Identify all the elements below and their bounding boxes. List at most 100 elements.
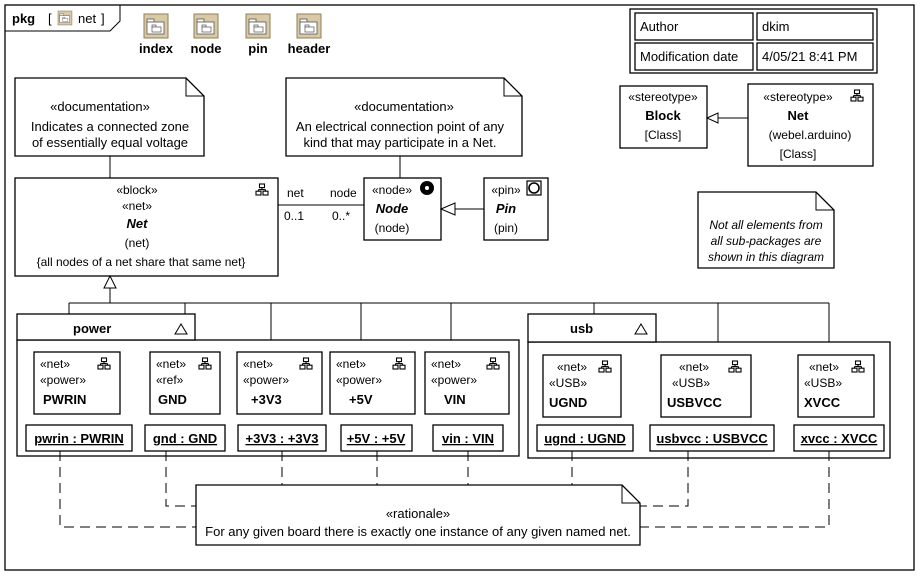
instance-3v3[interactable]: +3V3 : +3V3 bbox=[237, 424, 327, 452]
net-substereotype: «USB» bbox=[672, 376, 710, 390]
block-stereotype-1: «block» bbox=[116, 183, 158, 197]
net-block-xvcc[interactable]: «net» «USB» XVCC bbox=[797, 354, 875, 418]
author-value: dkim bbox=[762, 19, 789, 34]
package-icon bbox=[245, 13, 271, 39]
net-substereotype: «power» bbox=[40, 373, 86, 387]
doc-stereotype: «documentation» bbox=[354, 99, 454, 114]
stereotype-box-shape bbox=[619, 85, 708, 149]
instance-label: gnd : GND bbox=[153, 431, 217, 446]
block-shape bbox=[236, 351, 323, 415]
package-icon bbox=[143, 13, 169, 39]
net-stereotype: «net» bbox=[431, 357, 461, 371]
frame-package-icon bbox=[57, 10, 73, 26]
note-fold bbox=[185, 78, 204, 97]
instance-ugnd[interactable]: ugnd : UGND bbox=[536, 424, 634, 452]
node-icon-center bbox=[425, 186, 429, 190]
instance-usbvcc[interactable]: usbvcc : USBVCC bbox=[649, 424, 775, 452]
net-stereotype: «net» bbox=[243, 357, 273, 371]
association-node-role: node bbox=[330, 186, 357, 200]
net-stereotype: «net» bbox=[336, 357, 366, 371]
net-block-5v[interactable]: «net» «power» +5V bbox=[329, 351, 416, 415]
package-link-header[interactable]: header bbox=[288, 13, 331, 56]
instance-label: vin : VIN bbox=[442, 431, 494, 446]
package-label-header: header bbox=[288, 41, 331, 56]
net-name: +5V bbox=[349, 392, 373, 407]
collapse-triangle-icon[interactable] bbox=[634, 323, 648, 335]
net-block-pwrin[interactable]: «net» «power» PWRIN bbox=[33, 351, 121, 415]
block-shape bbox=[33, 351, 121, 415]
stereotype-keyword: «stereotype» bbox=[628, 90, 698, 104]
instance-shape bbox=[25, 424, 133, 452]
block-stereotype-2: «net» bbox=[122, 199, 152, 213]
frame-name: net bbox=[78, 11, 96, 26]
net-stereotype: «net» bbox=[557, 360, 587, 374]
rationale-text: For any given board there is exactly one… bbox=[205, 524, 631, 539]
association-net-role: net bbox=[287, 186, 304, 200]
net-block[interactable]: «block» «net» Net (net) {all nodes of a … bbox=[14, 177, 279, 277]
net-stereotype: «net» bbox=[40, 357, 70, 371]
note-shape bbox=[697, 191, 835, 269]
instance-shape bbox=[793, 424, 885, 452]
pin-icon-circle bbox=[528, 182, 540, 194]
block-shape bbox=[329, 351, 416, 415]
net-name: XVCC bbox=[804, 395, 841, 410]
net-block-vin[interactable]: «net» «power» VIN bbox=[424, 351, 510, 415]
net-name: GND bbox=[158, 392, 187, 407]
modified-label: Modification date bbox=[640, 49, 738, 64]
net-block-gnd[interactable]: «net» «ref» GND bbox=[149, 351, 221, 415]
package-label-pin: pin bbox=[248, 41, 268, 56]
instance-vin[interactable]: vin : VIN bbox=[432, 424, 504, 452]
rationale-anchors bbox=[59, 451, 830, 528]
block-shape bbox=[542, 354, 622, 418]
frame-bracket-open: [ bbox=[48, 11, 52, 26]
net-name: VIN bbox=[444, 392, 466, 407]
node-documentation-note[interactable]: «documentation» An electrical connection… bbox=[285, 77, 523, 157]
package-icon bbox=[193, 13, 219, 39]
stereotype-name: Net bbox=[788, 108, 810, 123]
net-block-usbvcc[interactable]: «net» «USB» USBVCC bbox=[660, 354, 752, 418]
stereotype-meta: [Class] bbox=[780, 147, 817, 161]
stereotype-block-box[interactable]: «stereotype» Block [Class] bbox=[619, 85, 708, 149]
diagram-note[interactable]: Not all elements from all sub-packages a… bbox=[697, 191, 835, 269]
net-name: USBVCC bbox=[667, 395, 723, 410]
block-stereotype: «pin» bbox=[491, 183, 521, 197]
block-shape bbox=[424, 351, 510, 415]
net-stereotype: «net» bbox=[156, 357, 186, 371]
block-stereotype: «node» bbox=[372, 183, 412, 197]
association-net-multiplicity: 0..1 bbox=[284, 209, 304, 223]
package-label-node: node bbox=[190, 41, 221, 56]
generalization-arrowhead bbox=[439, 202, 456, 216]
net-documentation-note[interactable]: «documentation» Indicates a connected zo… bbox=[14, 77, 205, 157]
collapse-triangle-icon[interactable] bbox=[174, 323, 188, 335]
net-block-3v3[interactable]: «net» «power» +3V3 bbox=[236, 351, 323, 415]
instance-pwrin[interactable]: pwrin : PWRIN bbox=[25, 424, 133, 452]
block-constraint: {all nodes of a net share that same net} bbox=[37, 255, 246, 269]
node-block[interactable]: «node» Node (node) bbox=[363, 177, 442, 241]
instance-shape bbox=[536, 424, 634, 452]
instance-gnd[interactable]: gnd : GND bbox=[144, 424, 226, 452]
block-shape bbox=[14, 177, 279, 277]
group-title: power bbox=[73, 321, 111, 336]
author-label-cell bbox=[634, 12, 754, 41]
instance-5v[interactable]: +5V : +5V bbox=[340, 424, 413, 452]
package-link-pin[interactable]: pin bbox=[245, 13, 271, 56]
rationale-note[interactable]: «rationale» For any given board there is… bbox=[195, 484, 641, 546]
instance-shape bbox=[237, 424, 327, 452]
net-substereotype: «power» bbox=[243, 373, 289, 387]
instance-label: xvcc : XVCC bbox=[801, 431, 878, 446]
net-block-ugnd[interactable]: «net» «USB» UGND bbox=[542, 354, 622, 418]
instance-xvcc[interactable]: xvcc : XVCC bbox=[793, 424, 885, 452]
author-value-cell bbox=[756, 12, 874, 41]
pin-block[interactable]: «pin» Pin (pin) bbox=[483, 177, 549, 241]
note-shape bbox=[14, 77, 205, 157]
package-link-node[interactable]: node bbox=[190, 13, 222, 56]
stereotype-profile: (webel.arduino) bbox=[769, 128, 852, 142]
stereotype-net-box[interactable]: «stereotype» Net (webel.arduino) [Class] bbox=[747, 83, 874, 167]
block-shape bbox=[149, 351, 221, 415]
package-link-index[interactable]: index bbox=[139, 13, 174, 56]
rationale-stereotype: «rationale» bbox=[386, 506, 450, 521]
instance-label: +5V : +5V bbox=[347, 431, 406, 446]
doc-line-2: kind that may participate in a Net. bbox=[304, 135, 497, 150]
